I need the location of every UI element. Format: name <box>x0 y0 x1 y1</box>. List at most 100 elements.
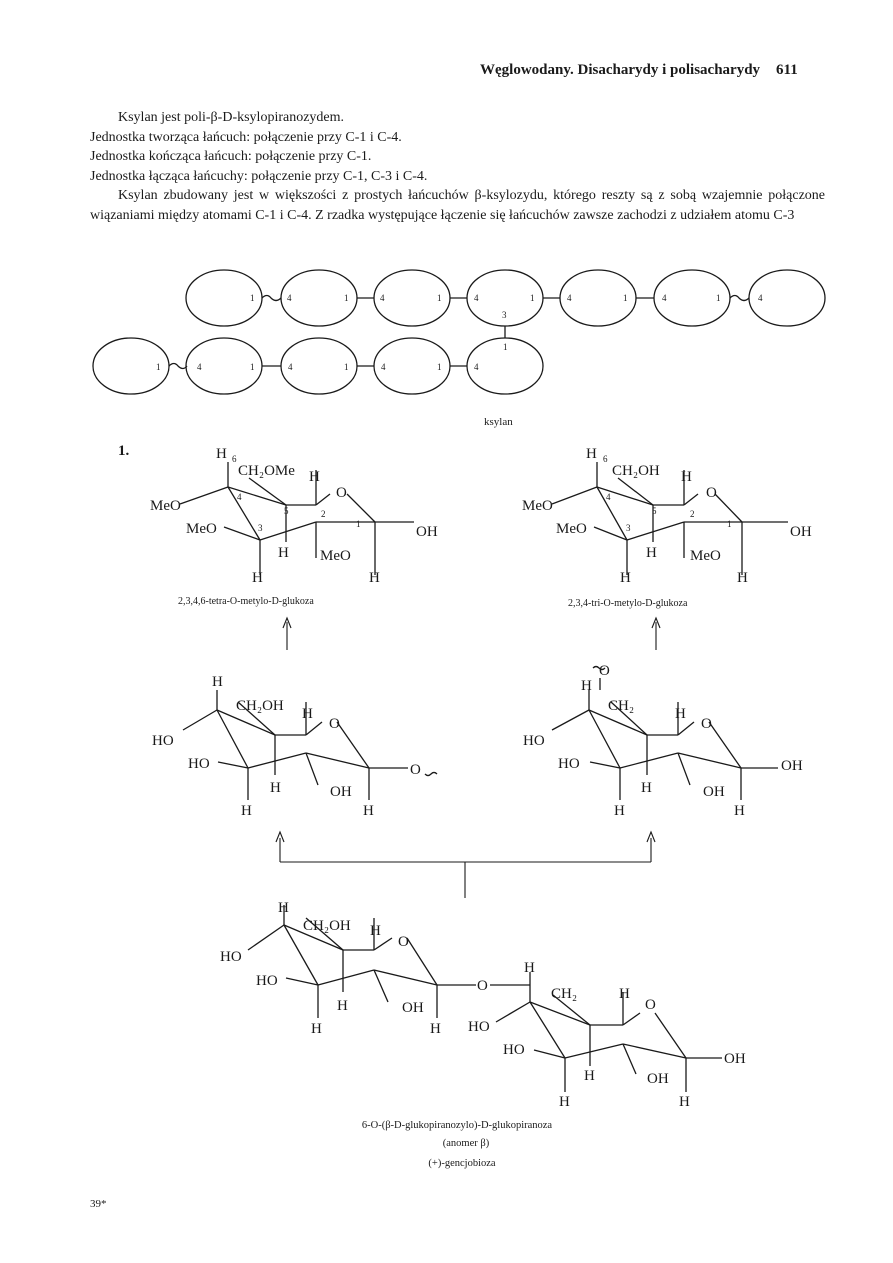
label-o: O <box>599 663 610 679</box>
xylan-label: 4 <box>474 293 479 303</box>
label-num: 2 <box>690 509 695 519</box>
label-h: H <box>270 780 281 796</box>
label-oh: OH <box>790 524 812 540</box>
label-h: H <box>619 986 630 1002</box>
label-meo: MeO <box>690 548 721 564</box>
label-h: H <box>681 469 692 485</box>
label-num: 5 <box>652 506 657 516</box>
xylan-label: 4 <box>758 293 763 303</box>
label-ho: HO <box>220 949 242 965</box>
label-meo: MeO <box>522 498 553 514</box>
intro-line-3: Jednostka kończąca łańcuch: połączenie p… <box>90 149 372 165</box>
label-h: H <box>737 570 748 586</box>
label-h: H <box>584 1068 595 1084</box>
label-h: H <box>369 570 380 586</box>
label-num: 6 <box>603 454 608 464</box>
xylan-label: 4 <box>287 293 292 303</box>
label-h: H <box>241 803 252 819</box>
intro-paragraph: Ksylan zbudowany jest w większości z pro… <box>90 188 825 223</box>
label-h: H <box>278 545 289 561</box>
intro-text: Ksylan jest poli-β-D-ksylopiranozydem. J… <box>90 108 825 226</box>
label-h: H <box>524 960 535 976</box>
intro-line-1: Ksylan jest poli-β-D-ksylopiranozydem. <box>118 110 345 125</box>
xylan-label: 4 <box>567 293 572 303</box>
xylan-label: 1 <box>250 362 255 372</box>
header-title: Węglowodany. Disacharydy i polisacharydy <box>480 62 761 78</box>
label-o: O <box>398 934 409 950</box>
label-oh: OH <box>724 1051 746 1067</box>
label-h: H <box>309 469 320 485</box>
xylan-label: 4 <box>662 293 667 303</box>
label-num: 3 <box>626 523 631 533</box>
label-ho: HO <box>188 756 210 772</box>
glucose-unit-right: O H CH₂ H O HO HO H OH OH H H <box>523 663 803 819</box>
label-meo: MeO <box>150 498 181 514</box>
label-h: H <box>679 1094 690 1110</box>
label-h: H <box>614 803 625 819</box>
label-o: O <box>701 716 712 732</box>
label-h: H <box>363 803 374 819</box>
label-h: H <box>311 1021 322 1037</box>
compound-name: 2,3,4-tri-O-metylo-D-glukoza <box>568 598 688 609</box>
label-h: H <box>620 570 631 586</box>
label-oh: OH <box>781 758 803 774</box>
label-h: H <box>216 446 227 462</box>
label-num: 4 <box>237 492 242 502</box>
label-ho: HO <box>256 973 278 989</box>
label-oh: OH <box>416 524 438 540</box>
xylan-caption: ksylan <box>484 416 513 428</box>
label-o: O <box>645 997 656 1013</box>
label-oh: OH <box>402 1000 424 1016</box>
xylan-label: 1 <box>250 293 255 303</box>
label-ho: HO <box>523 733 545 749</box>
label-h: H <box>278 900 289 916</box>
running-header: Węglowodany. Disacharydy i polisacharydy… <box>480 62 798 79</box>
label-meo: MeO <box>186 521 217 537</box>
item-number: 1. <box>118 443 130 459</box>
gentiobiose-structure: H CH₂OH H O HO HO H OH H H O H CH₂ H O H… <box>220 900 746 1169</box>
xylan-label: 1 <box>623 293 628 303</box>
label-meo: MeO <box>556 521 587 537</box>
label-num: 2 <box>321 509 326 519</box>
label-ho: HO <box>468 1019 490 1035</box>
label-h: H <box>302 706 313 722</box>
intro-line-2: Jednostka tworząca łańcuch: połączenie p… <box>90 129 402 145</box>
xylan-label: 1 <box>156 362 161 372</box>
xylan-branch-label: 3 <box>502 310 507 320</box>
label-num: 5 <box>284 506 289 516</box>
label-h: H <box>586 446 597 462</box>
compound-name: 2,3,4,6-tetra-O-metylo-D-glukoza <box>178 596 314 607</box>
label-h: H <box>252 570 263 586</box>
label-ho: HO <box>152 733 174 749</box>
xylan-label: 4 <box>474 362 479 372</box>
reaction-arrows <box>282 616 661 650</box>
label-h: H <box>370 923 381 939</box>
xylan-label: 1 <box>344 362 349 372</box>
label-h: H <box>646 545 657 561</box>
xylan-branch-label: 1 <box>503 342 508 352</box>
xylan-label: 4 <box>380 293 385 303</box>
label-h: H <box>430 1021 441 1037</box>
label-ch2: CH₂ <box>608 698 634 714</box>
label-ho: HO <box>503 1042 525 1058</box>
label-ch2: CH₂OMe <box>238 463 295 479</box>
xylan-label: 1 <box>530 293 535 303</box>
tetra-structure: H 6 CH₂OMe H O MeO MeO 4 5 3 2 1 OH H Me… <box>150 446 438 607</box>
label-o: O <box>336 485 347 501</box>
intro-line-4: Jednostka łącząca łańcuchy: połączenie p… <box>90 168 428 184</box>
label-h: H <box>559 1094 570 1110</box>
label-ch2: CH₂OH <box>303 918 351 934</box>
label-h: H <box>581 678 592 694</box>
xylan-label: 1 <box>437 293 442 303</box>
label-ch2: CH₂ <box>551 986 577 1002</box>
label-h: H <box>641 780 652 796</box>
label-num: 3 <box>258 523 263 533</box>
label-o: O <box>329 716 340 732</box>
label-ch2: CH₂OH <box>236 698 284 714</box>
compound-name: 6-O-(β-D-glukopiranozylo)-D-glukopiranoz… <box>362 1120 553 1131</box>
label-h: H <box>734 803 745 819</box>
glucose-unit-left: H CH₂OH H O HO HO H OH H H O <box>152 674 438 819</box>
page-number: 611 <box>776 62 798 78</box>
label-ch2: CH₂OH <box>612 463 660 479</box>
